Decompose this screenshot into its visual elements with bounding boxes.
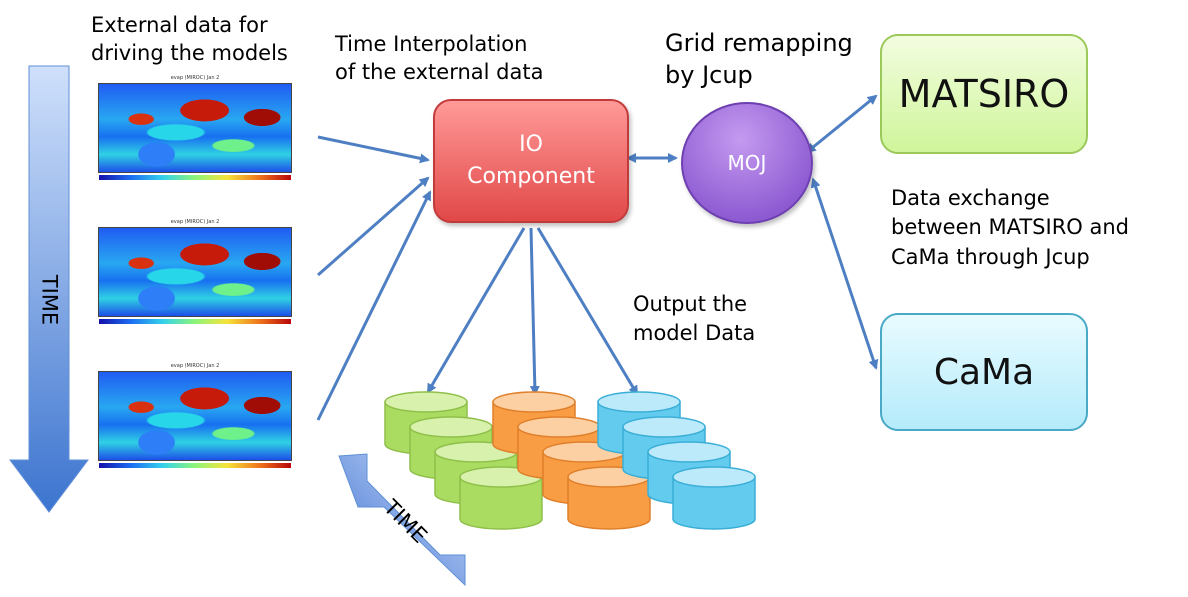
map-colorbar (99, 175, 291, 180)
matsiro-box: MATSIRO (880, 34, 1088, 154)
output-label: Output the model Data (633, 292, 756, 346)
arrow-io-to-db-green (426, 227, 526, 394)
time-arrow-vertical (9, 65, 89, 513)
external-data-label: External data for driving the models (91, 13, 288, 65)
arrow-moj-cama (810, 177, 879, 370)
map-colorbar (99, 319, 291, 324)
map-panel-3: evap (MIROC) Jan 2 (98, 363, 292, 474)
map-title: evap (MIROC) Jan 2 (170, 219, 220, 225)
map-panel-1: evap (MIROC) Jan 2 (98, 75, 292, 186)
arrow-map1-to-io (317, 135, 430, 164)
data-exchange-label: Data exchange between MATSIRO and CaMa t… (891, 186, 1129, 269)
arrow-map3-to-io (316, 190, 432, 421)
io-component-box: IO Component (433, 99, 629, 223)
cama-box: CaMa (880, 313, 1088, 431)
arrow-io-to-db-cyan (536, 227, 639, 396)
map-image (98, 371, 292, 461)
cama-label: CaMa (933, 351, 1035, 393)
io-component-label: IO Component (467, 132, 595, 189)
matsiro-label: MATSIRO (898, 72, 1070, 116)
map-image (98, 227, 292, 317)
map-panel-2: evap (MIROC) Jan 2 (98, 219, 292, 330)
arrow-map2-to-io (317, 176, 430, 277)
map-title: evap (MIROC) Jan 2 (170, 75, 220, 81)
moj-label: MOJ (727, 151, 767, 175)
db-cylinder-cyan (672, 466, 756, 530)
map-title: evap (MIROC) Jan 2 (170, 363, 220, 369)
grid-remapping-label: Grid remapping by Jcup (665, 29, 853, 89)
arrow-moj-matsiro (805, 94, 878, 154)
moj-node: MOJ (681, 102, 813, 224)
map-colorbar (99, 463, 291, 468)
time-interpolation-label: Time Interpolation of the external data (335, 32, 544, 84)
map-image (98, 83, 292, 173)
arrow-io-to-db-orange (529, 227, 540, 396)
